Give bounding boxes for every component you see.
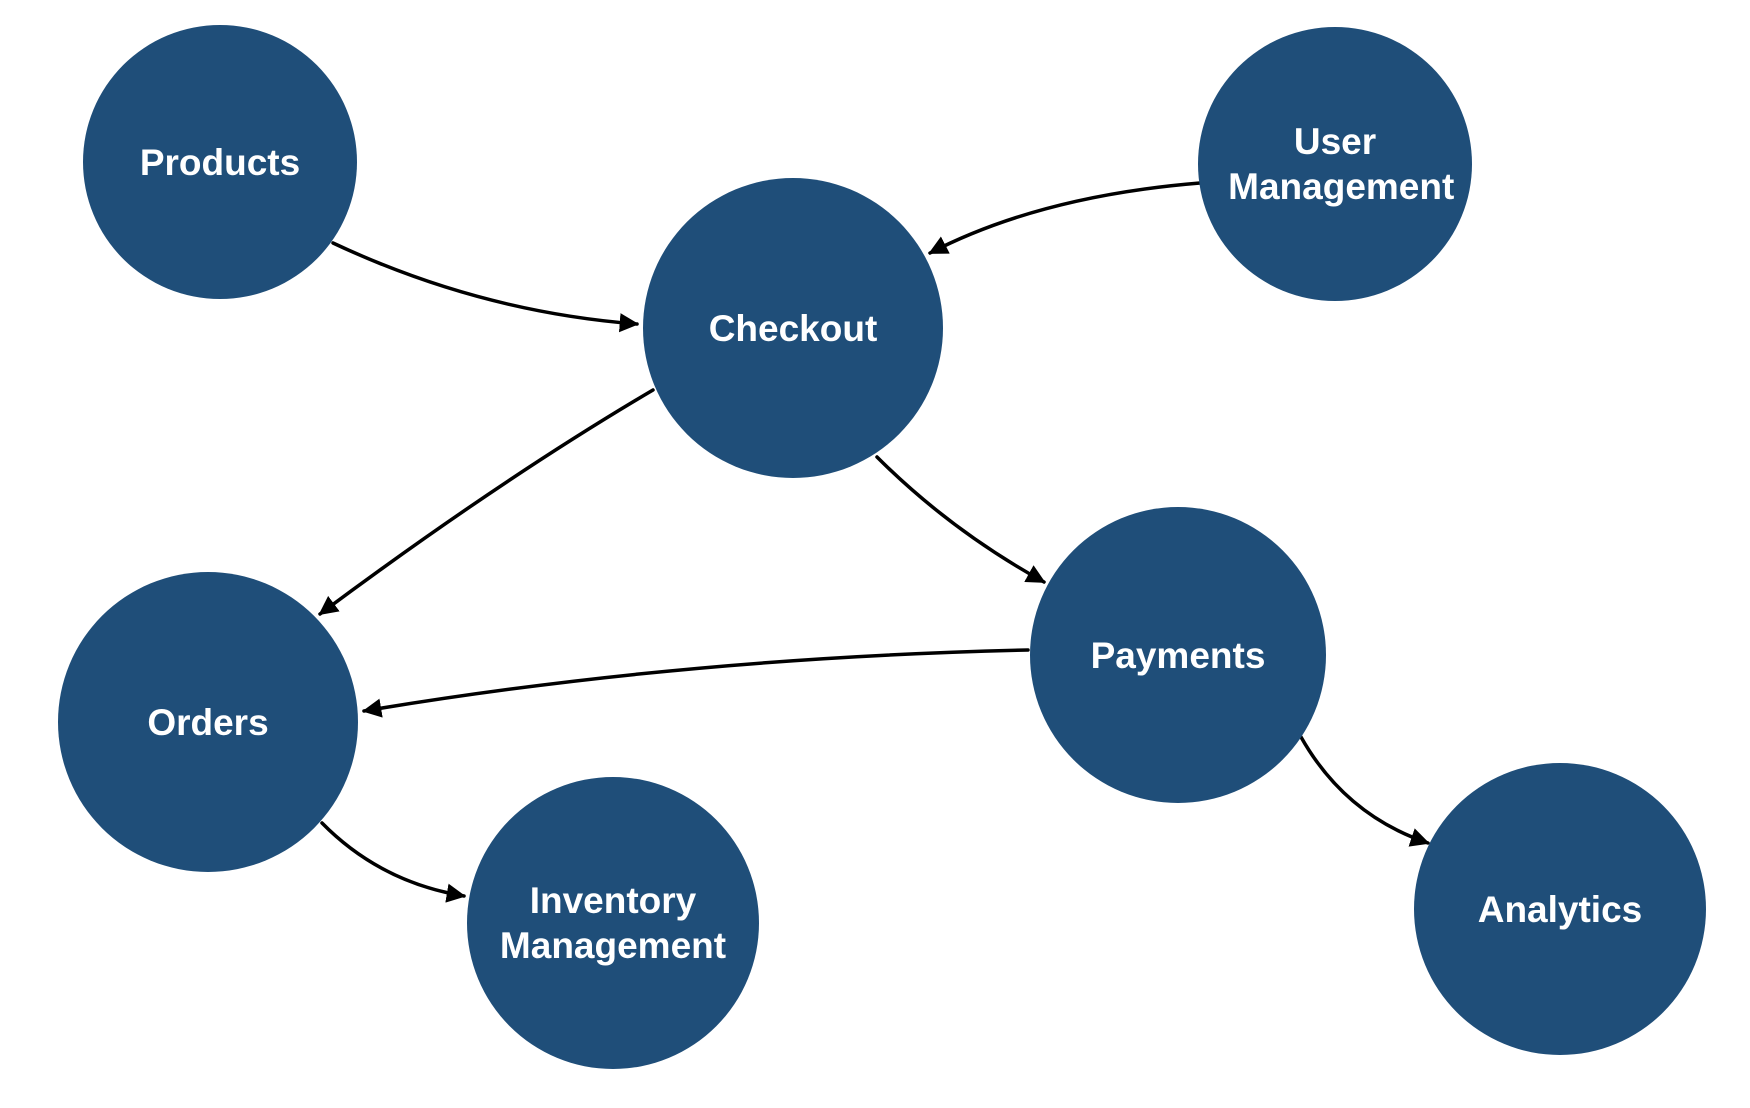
node-label: Orders [147, 701, 269, 743]
edge-products-to-checkout [331, 241, 639, 333]
edge-payments-to-orders [362, 648, 1030, 718]
edge-payments-to-analytics [1299, 735, 1430, 847]
edge-user-management-to-checkout [928, 181, 1202, 255]
node-label: Analytics [1477, 888, 1643, 930]
node-inventory-management[interactable]: Inventory Management [467, 777, 759, 1069]
node-payments[interactable]: Payments [1030, 507, 1326, 803]
edge-checkout-to-orders [318, 388, 655, 616]
node-orders[interactable]: Orders [58, 572, 358, 872]
edge-checkout-to-payments [875, 455, 1046, 584]
node-label: Checkout [708, 307, 878, 349]
node-user-management[interactable]: User Management [1198, 27, 1472, 301]
node-checkout[interactable]: Checkout [643, 178, 943, 478]
node-analytics[interactable]: Analytics [1414, 763, 1706, 1055]
node-label: Products [139, 141, 301, 183]
node-label: Inventory Management [499, 880, 727, 966]
node-label: Payments [1090, 634, 1266, 676]
node-label: User Management [1228, 121, 1455, 207]
node-products[interactable]: Products [83, 25, 357, 299]
edge-orders-to-inventory-management [320, 821, 466, 903]
